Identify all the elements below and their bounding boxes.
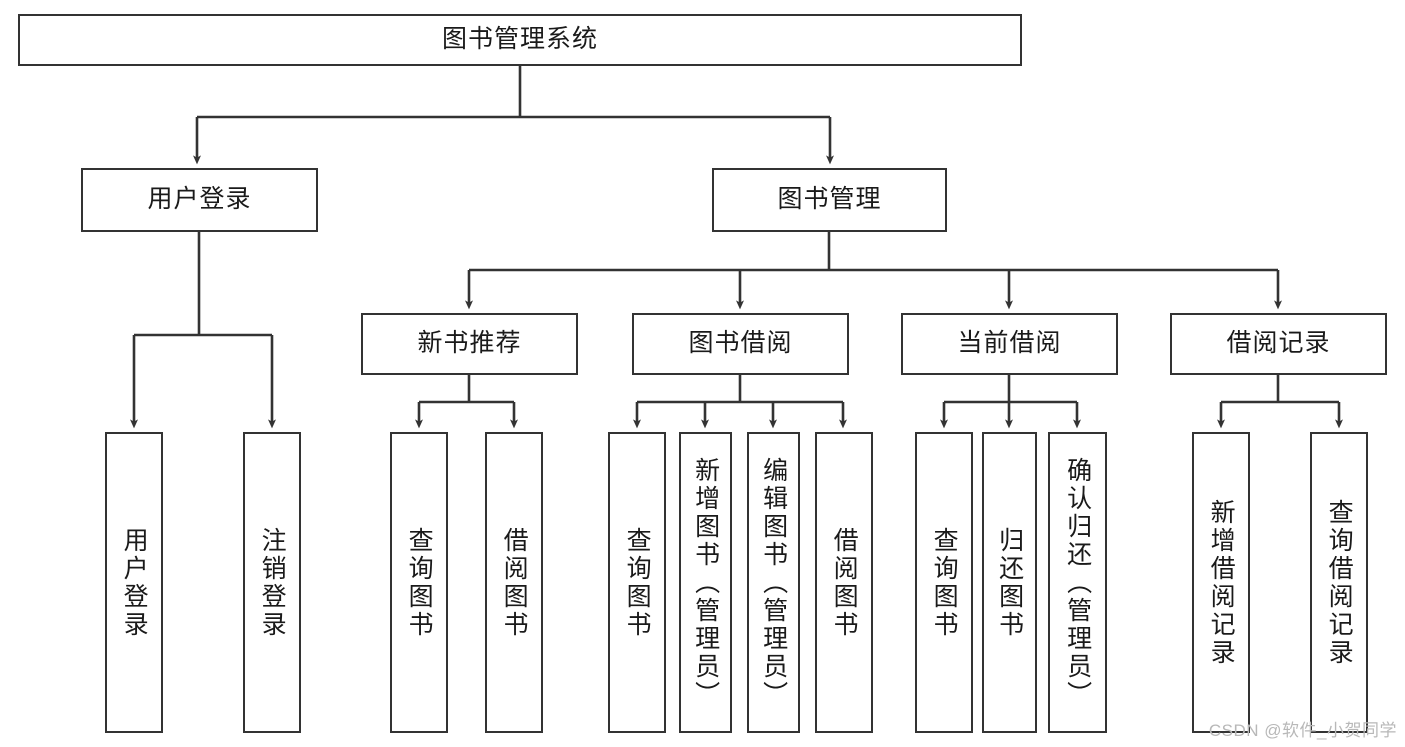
node-leaf-logout-login[interactable]: 注销登录 (243, 432, 301, 733)
node-borrow-record[interactable]: 借阅记录 (1170, 313, 1387, 375)
node-leaf-query-book-1[interactable]: 查询图书 (390, 432, 448, 733)
node-leaf-edit-book-label: 编辑图书（管理员） (759, 456, 788, 709)
node-leaf-query-book-3-label: 查询图书 (930, 526, 959, 639)
node-root-label: 图书管理系统 (441, 25, 598, 54)
node-leaf-return-book-label: 归还图书 (995, 526, 1024, 639)
node-leaf-query-book-1-label: 查询图书 (405, 526, 434, 639)
node-leaf-confirm-return-label: 确认归还（管理员） (1063, 456, 1092, 709)
node-leaf-borrow-book-2-label: 借阅图书 (830, 526, 859, 639)
node-leaf-query-book-2-label: 查询图书 (623, 526, 652, 639)
node-borrow-record-label: 借阅记录 (1226, 329, 1331, 358)
node-leaf-query-record-label: 查询借阅记录 (1325, 498, 1354, 667)
node-leaf-add-record-label: 新增借阅记录 (1207, 498, 1236, 667)
node-current-borrow[interactable]: 当前借阅 (901, 313, 1118, 375)
node-leaf-add-record[interactable]: 新增借阅记录 (1192, 432, 1250, 733)
node-book-borrow[interactable]: 图书借阅 (632, 313, 849, 375)
node-leaf-confirm-return[interactable]: 确认归还（管理员） (1048, 432, 1107, 733)
node-current-borrow-label: 当前借阅 (957, 329, 1062, 358)
node-leaf-query-book-2[interactable]: 查询图书 (608, 432, 666, 733)
node-book-borrow-label: 图书借阅 (688, 329, 793, 358)
node-leaf-return-book[interactable]: 归还图书 (982, 432, 1037, 733)
node-leaf-borrow-book-1[interactable]: 借阅图书 (485, 432, 543, 733)
node-leaf-borrow-book-2[interactable]: 借阅图书 (815, 432, 873, 733)
node-leaf-edit-book[interactable]: 编辑图书（管理员） (747, 432, 800, 733)
node-leaf-logout-login-label: 注销登录 (258, 526, 287, 639)
node-root[interactable]: 图书管理系统 (18, 14, 1022, 66)
node-book-manage[interactable]: 图书管理 (712, 168, 947, 232)
node-leaf-borrow-book-1-label: 借阅图书 (500, 526, 529, 639)
node-leaf-query-record[interactable]: 查询借阅记录 (1310, 432, 1368, 733)
node-leaf-user-login[interactable]: 用户登录 (105, 432, 163, 733)
node-leaf-query-book-3[interactable]: 查询图书 (915, 432, 973, 733)
node-new-book-recommend-label: 新书推荐 (417, 329, 522, 358)
node-leaf-add-book-label: 新增图书（管理员） (691, 456, 720, 709)
node-leaf-add-book[interactable]: 新增图书（管理员） (679, 432, 732, 733)
node-user-login[interactable]: 用户登录 (81, 168, 318, 232)
node-leaf-user-login-label: 用户登录 (120, 526, 149, 639)
node-book-manage-label: 图书管理 (777, 185, 882, 214)
node-user-login-label: 用户登录 (147, 185, 252, 214)
node-new-book-recommend[interactable]: 新书推荐 (361, 313, 578, 375)
